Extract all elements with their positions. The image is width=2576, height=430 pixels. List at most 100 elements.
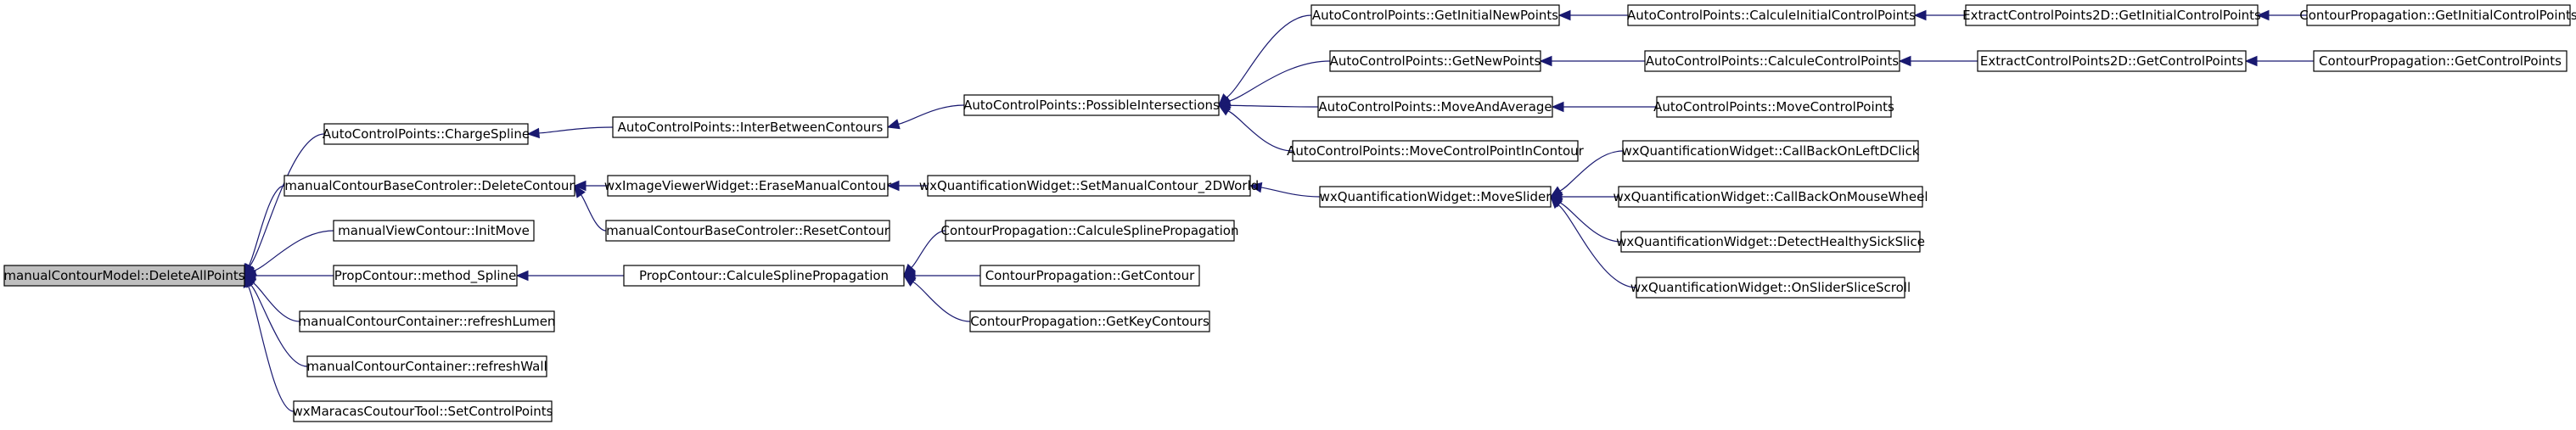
node-label: AutoControlPoints::ChargeSpline	[323, 126, 530, 142]
graph-node[interactable]: ContourPropagation::GetKeyContours	[969, 310, 1210, 332]
graph-node[interactable]: manualContourBaseControler::DeleteContou…	[283, 175, 575, 197]
edge-arrowhead	[886, 180, 900, 192]
graph-node[interactable]: AutoControlPoints::GetInitialNewPoints	[1310, 4, 1560, 26]
graph-node[interactable]: manualViewContour::InitMove	[333, 220, 535, 242]
graph-node[interactable]: ContourPropagation::GetContour	[979, 265, 1200, 287]
node-box	[3, 265, 245, 287]
graph-node[interactable]: AutoControlPoints::InterBetweenContours	[612, 116, 889, 138]
graph-edge	[1218, 14, 1312, 106]
graph-edge	[243, 270, 334, 282]
edge-line	[247, 285, 295, 412]
graph-node[interactable]: wxQuantificationWidget::DetectHealthySic…	[1616, 231, 1925, 253]
graph-node[interactable]: manualContourContainer::refreshWall	[306, 355, 547, 377]
graph-node[interactable]: AutoControlPoints::MoveControlPointInCon…	[1287, 140, 1585, 162]
graph-edge	[1217, 99, 1319, 111]
node-box	[283, 175, 575, 197]
edge-line	[912, 281, 971, 322]
edge-line	[911, 230, 946, 268]
graph-node[interactable]: AutoControlPoints::MoveControlPoints	[1653, 96, 1894, 118]
graph-node[interactable]: wxQuantificationWidget::CallBackOnLeftDC…	[1622, 140, 1920, 162]
node-box	[1618, 186, 1923, 208]
node-box	[1977, 50, 2247, 72]
edge-line	[254, 230, 334, 271]
graph-node[interactable]: AutoControlPoints::CalculeControlPoints	[1644, 50, 1900, 72]
graph-node[interactable]: wxMaracasCoutourTool::SetControlPoints	[293, 400, 553, 422]
graph-edge	[1249, 181, 1321, 198]
graph-edge	[1551, 101, 1657, 113]
node-label: manualContourContainer::refreshLumen	[299, 314, 556, 329]
edge-arrowhead	[1539, 55, 1552, 67]
node-label: PropContour::CalculeSplinePropagation	[639, 268, 889, 283]
graph-edge	[243, 274, 295, 412]
graph-node[interactable]: manualContourModel::DeleteAllPoints	[3, 265, 245, 287]
node-label: AutoControlPoints::CalculeInitialControl…	[1627, 8, 1916, 23]
graph-node[interactable]: wxImageViewerWidget::EraseManualContour	[604, 175, 892, 197]
node-box	[323, 123, 529, 145]
graph-node[interactable]: wxQuantificationWidget::MoveSlider	[1319, 186, 1552, 208]
node-box	[969, 310, 1210, 332]
node-box	[1317, 96, 1553, 118]
edge-line	[1557, 204, 1637, 288]
graph-edge	[1898, 55, 1978, 67]
graph-node[interactable]: manualContourBaseControler::ResetContour	[605, 220, 890, 242]
graph-edge	[244, 133, 325, 277]
graph-edge	[574, 184, 607, 232]
node-box	[1627, 4, 1916, 26]
edge-arrowhead	[2256, 9, 2270, 21]
edge-line	[1229, 104, 1319, 108]
edge-arrowhead	[1551, 101, 1564, 113]
graph-edge	[1217, 60, 1331, 106]
graph-node[interactable]: AutoControlPoints::ChargeSpline	[323, 123, 530, 145]
node-label: PropContour::method_Spline	[334, 268, 517, 284]
graph-node[interactable]: wxQuantificationWidget::CallBackOnMouseW…	[1613, 186, 1928, 208]
node-box	[1310, 4, 1560, 26]
graph-node[interactable]: AutoControlPoints::MoveAndAverage	[1317, 96, 1553, 118]
node-label: AutoControlPoints::GetNewPoints	[1330, 53, 1541, 69]
graph-node[interactable]: ContourPropagation::GetControlPoints	[2313, 50, 2568, 72]
node-label: manualContourModel::DeleteAllPoints	[3, 268, 244, 283]
graph-node[interactable]: wxQuantificationWidget::SetManualContour…	[919, 175, 1259, 197]
graph-node[interactable]: ContourPropagation::GetInitialControlPoi…	[2299, 4, 2576, 26]
node-box	[1620, 231, 1921, 253]
node-label: manualContourBaseControler::DeleteContou…	[284, 178, 575, 193]
graph-node[interactable]: manualContourContainer::refreshLumen	[299, 310, 556, 332]
node-label: ExtractControlPoints2D::GetInitialContro…	[1962, 8, 2261, 23]
graph-edge	[573, 180, 608, 192]
graph-node[interactable]: PropContour::method_Spline	[333, 265, 518, 287]
graph-node[interactable]: ExtractControlPoints2D::GetControlPoints	[1977, 50, 2247, 72]
node-box	[1622, 140, 1919, 162]
graph-node[interactable]: ContourPropagation::CalculeSplinePropaga…	[940, 220, 1239, 242]
edge-line	[1228, 60, 1331, 102]
graph-node[interactable]: PropContour::CalculeSplinePropagation	[623, 265, 905, 287]
node-box	[293, 400, 553, 422]
edge-arrowhead	[2244, 55, 2258, 67]
graph-edge	[526, 126, 614, 139]
edge-line	[1260, 187, 1321, 198]
node-label: wxQuantificationWidget::CallBackOnMouseW…	[1613, 189, 1928, 204]
edges-layer	[243, 9, 2314, 412]
node-label: manualContourContainer::refreshWall	[306, 359, 547, 374]
graph-edge	[2256, 9, 2307, 21]
node-box	[1319, 186, 1552, 208]
edge-line	[580, 194, 607, 232]
edge-line	[1559, 202, 1622, 243]
edge-arrowhead	[1249, 181, 1263, 193]
edge-line	[1559, 150, 1624, 192]
node-box	[612, 116, 889, 138]
graph-node[interactable]: AutoControlPoints::PossibleIntersections	[963, 94, 1220, 116]
edge-arrowhead	[515, 270, 529, 282]
node-box	[1329, 50, 1541, 72]
graph-node[interactable]: AutoControlPoints::CalculeInitialControl…	[1627, 4, 1916, 26]
graph-node[interactable]: ExtractControlPoints2D::GetInitialContro…	[1962, 4, 2261, 26]
graph-node[interactable]: wxQuantificationWidget::OnSliderSliceScr…	[1630, 276, 1911, 299]
graph-edge	[1549, 196, 1622, 243]
edge-line	[1227, 110, 1294, 152]
edge-arrowhead	[886, 119, 901, 130]
node-label: AutoControlPoints::MoveControlPoints	[1653, 99, 1894, 114]
graph-node[interactable]: AutoControlPoints::GetNewPoints	[1329, 50, 1541, 72]
edge-line	[538, 126, 614, 134]
node-box	[2313, 50, 2568, 72]
graph-edge	[902, 275, 971, 322]
edge-arrowhead	[1557, 9, 1571, 21]
